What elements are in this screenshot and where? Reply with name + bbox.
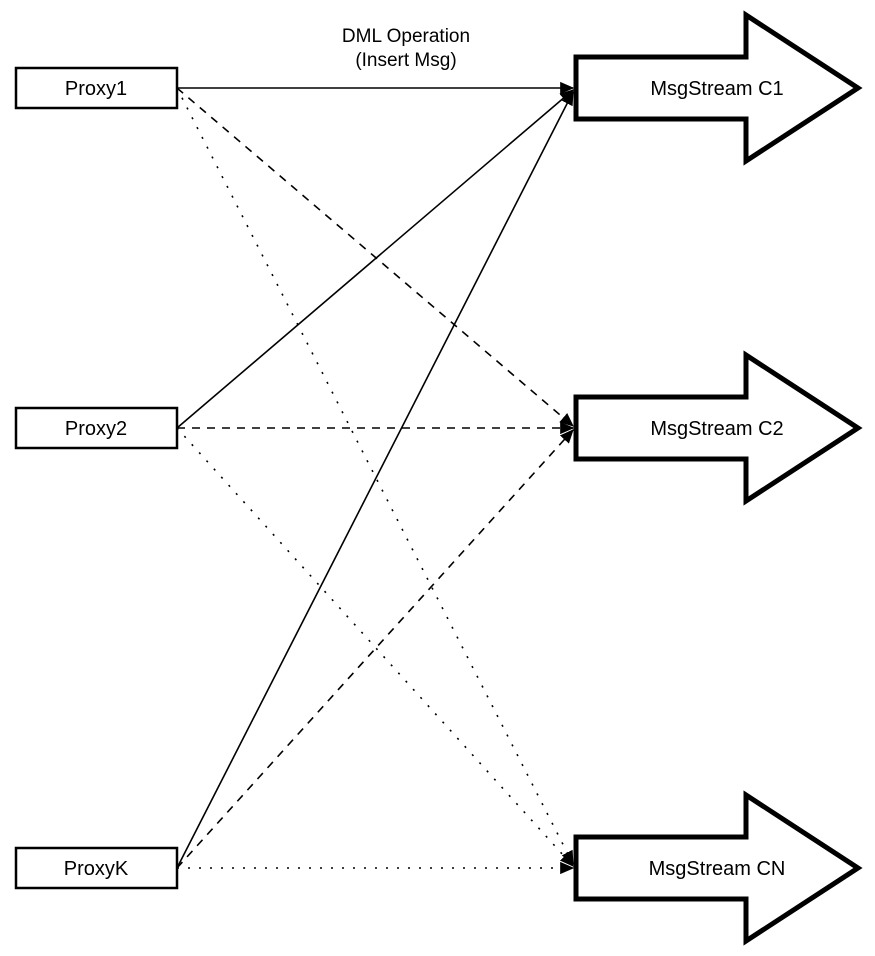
proxy1-box xyxy=(14,66,179,110)
msgstream-cn-label: MsgStream CN xyxy=(649,858,786,880)
node-msgstream-c1: MsgStream C1 xyxy=(573,10,863,166)
node-proxy2: Proxy2 xyxy=(14,406,179,450)
msgstream-cn-arrow-shape xyxy=(573,790,863,946)
edge-proxy2-to-cn-dotted xyxy=(176,427,574,867)
edge-proxyk-to-c2-dashed xyxy=(176,429,574,869)
node-proxy1: Proxy1 xyxy=(14,66,179,110)
msgstream-c2-label: MsgStream C2 xyxy=(650,418,783,440)
proxyk-box xyxy=(14,846,179,890)
msgstream-c1-arrow-shape xyxy=(573,10,863,166)
proxy1-label: Proxy1 xyxy=(65,78,127,100)
proxy2-label: Proxy2 xyxy=(65,418,127,440)
annotation-line2: (Insert Msg) xyxy=(355,50,456,71)
node-msgstream-cn: MsgStream CN xyxy=(573,790,863,946)
annotation-dml-operation: DML Operation (Insert Msg) xyxy=(342,26,470,71)
edge-proxy2-to-c1-solid xyxy=(176,89,574,429)
annotation-line1: DML Operation xyxy=(342,26,470,47)
msgstream-c2-arrow-shape xyxy=(573,350,863,506)
proxyk-label: ProxyK xyxy=(64,858,129,880)
edge-proxy1-to-c2-dashed xyxy=(176,87,574,427)
edge-proxy1-to-cn-dotted xyxy=(176,87,574,866)
msgstream-c1-label: MsgStream C1 xyxy=(650,78,783,100)
proxy2-box xyxy=(14,406,179,450)
edge-proxyk-to-c1-solid xyxy=(176,90,574,869)
node-proxyk: ProxyK xyxy=(14,846,179,890)
node-msgstream-c2: MsgStream C2 xyxy=(573,350,863,506)
edge-layer xyxy=(176,81,575,875)
